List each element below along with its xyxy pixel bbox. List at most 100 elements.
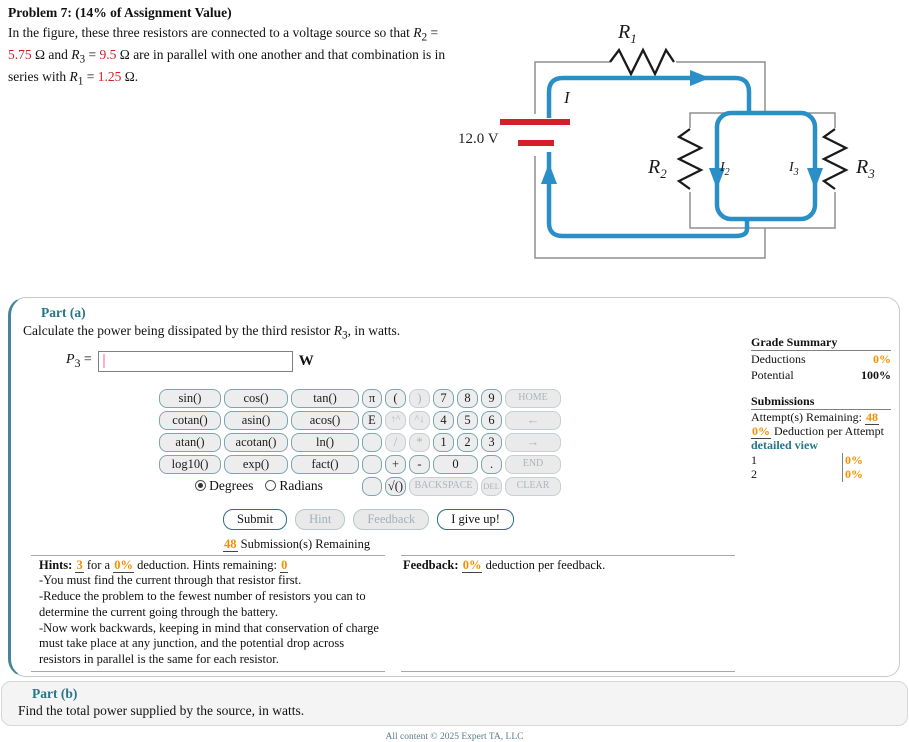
hint-item: -Reduce the problem to the fewest number… xyxy=(39,589,366,619)
key-5[interactable]: 5 xyxy=(457,410,478,430)
potential-value: 100% xyxy=(861,367,891,382)
key-6[interactable]: 6 xyxy=(481,410,502,430)
key-cotan[interactable]: cotan() xyxy=(159,410,221,430)
feedback-section: Feedback: 0% deduction per feedback. xyxy=(401,554,735,672)
degrees-radio-icon[interactable] xyxy=(195,480,207,492)
key-blank-1[interactable] xyxy=(362,432,382,452)
answer-input[interactable] xyxy=(97,350,293,372)
per-attempt-pct: 0% xyxy=(751,423,771,439)
grade-summary-heading: Grade Summary xyxy=(751,335,891,352)
key-log10[interactable]: log10() xyxy=(159,454,221,474)
circuit-diagram: R1 I 12.0 V R2 I2 I3 R3 xyxy=(458,21,875,259)
hints-count: 3 xyxy=(75,557,84,573)
key-cos[interactable]: cos() xyxy=(224,388,288,408)
key-9[interactable]: 9 xyxy=(481,388,502,408)
key-blank-2[interactable] xyxy=(362,454,382,474)
key-arrow-right: → xyxy=(505,432,561,452)
key-e[interactable]: E xyxy=(362,410,382,430)
key-3[interactable]: 3 xyxy=(481,432,502,452)
key-divide: / xyxy=(385,432,406,452)
key-acotan[interactable]: acotan() xyxy=(224,432,288,452)
answer-unit: W xyxy=(298,352,314,369)
copyright-footer: All content © 2025 Expert TA, LLC xyxy=(385,731,524,742)
degrees-option[interactable]: Degrees xyxy=(195,478,253,494)
part-b-panel: Part (b) Find the total power supplied b… xyxy=(1,680,908,726)
hints-remaining: 0 xyxy=(280,557,289,573)
key-decimal[interactable]: . xyxy=(481,454,502,474)
key-sin[interactable]: sin() xyxy=(159,388,221,408)
key-asin[interactable]: asin() xyxy=(224,410,288,430)
grade-summary-sidebar: Grade Summary Deductions 0% Potential 10… xyxy=(751,298,899,676)
submit-button[interactable]: Submit xyxy=(223,508,288,530)
part-b-question: Find the total power supplied by the sou… xyxy=(18,702,305,718)
hints-section: Hints: 3 for a 0% deduction. Hints remai… xyxy=(31,554,385,672)
deductions-row: Deductions 0% xyxy=(751,352,891,367)
radians-radio-icon[interactable] xyxy=(265,480,277,492)
hint-item: -You must find the current through that … xyxy=(39,573,302,588)
circuit-figure: R1 I 12.0 V R2 I2 I3 R3 xyxy=(452,0,906,290)
key-2[interactable]: 2 xyxy=(457,432,478,452)
battery-long-plate xyxy=(500,119,570,125)
key-del: DEL xyxy=(481,476,502,496)
deductions-value: 0% xyxy=(873,352,891,367)
part-a-heading: Part (a) xyxy=(41,305,86,320)
current-wire-top xyxy=(546,75,752,118)
label-i2: I2 xyxy=(719,160,730,178)
angle-mode-group: Degrees Radians xyxy=(159,477,359,496)
detailed-view-link[interactable]: detailed view xyxy=(751,438,818,453)
key-acos[interactable]: acos() xyxy=(291,410,359,430)
per-attempt-line: 0% Deduction per Attempt xyxy=(751,423,884,439)
current-arrow-i3-icon xyxy=(807,168,823,189)
key-1[interactable]: 1 xyxy=(433,432,454,452)
label-r3: R3 xyxy=(855,156,875,181)
key-ln[interactable]: ln() xyxy=(291,432,359,452)
feedback-button: Feedback xyxy=(353,508,430,530)
key-right-paren: ) xyxy=(409,388,430,408)
give-up-button[interactable]: I give up! xyxy=(437,508,514,530)
current-arrow-up-icon xyxy=(541,163,557,184)
text-cursor xyxy=(102,353,105,368)
key-8[interactable]: 8 xyxy=(457,388,478,408)
key-plus[interactable]: + xyxy=(385,454,406,474)
attempt-row: 2 0% xyxy=(751,467,891,482)
key-sqrt[interactable]: √() xyxy=(385,476,406,496)
key-left-paren[interactable]: ( xyxy=(385,388,406,408)
key-7[interactable]: 7 xyxy=(433,388,454,408)
hints-deduction-pct: 0% xyxy=(113,557,134,573)
current-wire-bottom xyxy=(546,152,750,239)
problem-statement: Problem 7: (14% of Assignment Value) In … xyxy=(0,0,452,295)
key-home: HOME xyxy=(505,388,561,408)
attempts-remaining-line: Attempt(s) Remaining: 48 xyxy=(751,409,879,425)
label-i3: I3 xyxy=(788,160,799,178)
answer-variable: P3 = xyxy=(66,352,92,371)
part-b-heading: Part (b) xyxy=(32,685,78,701)
submissions-remaining: 48 Submission(s) Remaining xyxy=(223,536,371,552)
key-pi[interactable]: π xyxy=(362,388,382,408)
hint-button: Hint xyxy=(295,508,346,530)
part-a-main: Part (a) Calculate the power being dissi… xyxy=(11,298,751,676)
radians-option[interactable]: Radians xyxy=(265,478,323,494)
current-arrow-right-icon xyxy=(690,70,710,86)
key-atan[interactable]: atan() xyxy=(159,432,221,452)
problem-title: Problem 7: (14% of Assignment Value) xyxy=(8,5,232,20)
key-fact[interactable]: fact() xyxy=(291,454,359,474)
battery-short-plate xyxy=(518,140,554,146)
key-blank-3[interactable] xyxy=(362,476,382,496)
key-4[interactable]: 4 xyxy=(433,410,454,430)
key-exp[interactable]: exp() xyxy=(224,454,288,474)
key-clear: CLEAR xyxy=(505,476,561,496)
key-tan[interactable]: tan() xyxy=(291,388,359,408)
submissions-heading: Submissions xyxy=(751,394,891,410)
problem-text: In the figure, these three resistors are… xyxy=(8,24,446,88)
key-0[interactable]: 0 xyxy=(433,454,478,474)
key-end: END xyxy=(505,454,561,474)
key-multiply: * xyxy=(409,432,430,452)
label-r1: R1 xyxy=(617,21,637,46)
top-section: Problem 7: (14% of Assignment Value) In … xyxy=(0,0,909,295)
submissions-count: 48 xyxy=(223,536,238,552)
current-wire-parallel-loop xyxy=(714,110,818,222)
key-minus[interactable]: - xyxy=(409,454,430,474)
key-lower-power: ^↓ xyxy=(409,410,430,430)
resistor-r2 xyxy=(676,128,704,190)
attempt-row: 1 0% xyxy=(751,452,891,468)
